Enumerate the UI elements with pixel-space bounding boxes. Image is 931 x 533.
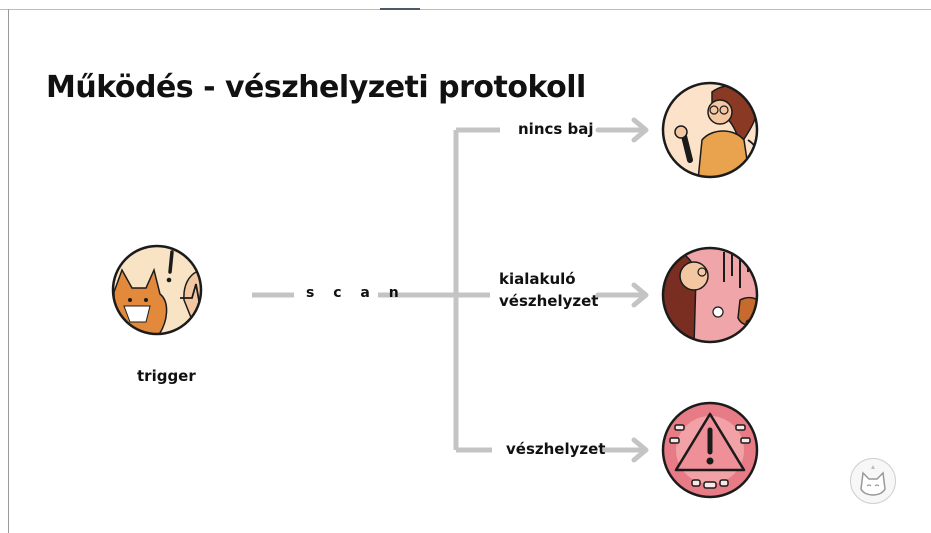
person-distress-with-fox-icon — [661, 246, 759, 344]
fox-alert-heartbeat-icon — [111, 244, 203, 336]
outcome-emerging-label: kialakuló vészhelyzet — [499, 268, 598, 312]
window-left-border — [8, 9, 9, 533]
outcome-emergency-label: vészhelyzet — [506, 440, 606, 458]
page-title: Működés - vészhelyzeti protokoll — [46, 70, 586, 105]
outcome-emerging-label-line-1: kialakuló — [499, 270, 576, 288]
window-top-border — [0, 0, 931, 10]
person-thumbs-up-icon — [661, 81, 759, 179]
outcome-emerging-label-line-2: vészhelyzet — [499, 292, 599, 310]
scan-label: s c a n — [306, 285, 406, 301]
outcome-ok-label: nincs baj — [518, 120, 594, 138]
arrow-emergency — [602, 437, 649, 463]
cat-logo-icon — [850, 458, 896, 504]
arrow-emerging — [595, 282, 649, 308]
arrow-ok — [595, 117, 649, 143]
warning-triangle-icon — [661, 401, 759, 499]
trigger-label: trigger — [137, 367, 196, 385]
top-accent-mark — [380, 8, 420, 10]
connector-lines — [252, 127, 500, 453]
